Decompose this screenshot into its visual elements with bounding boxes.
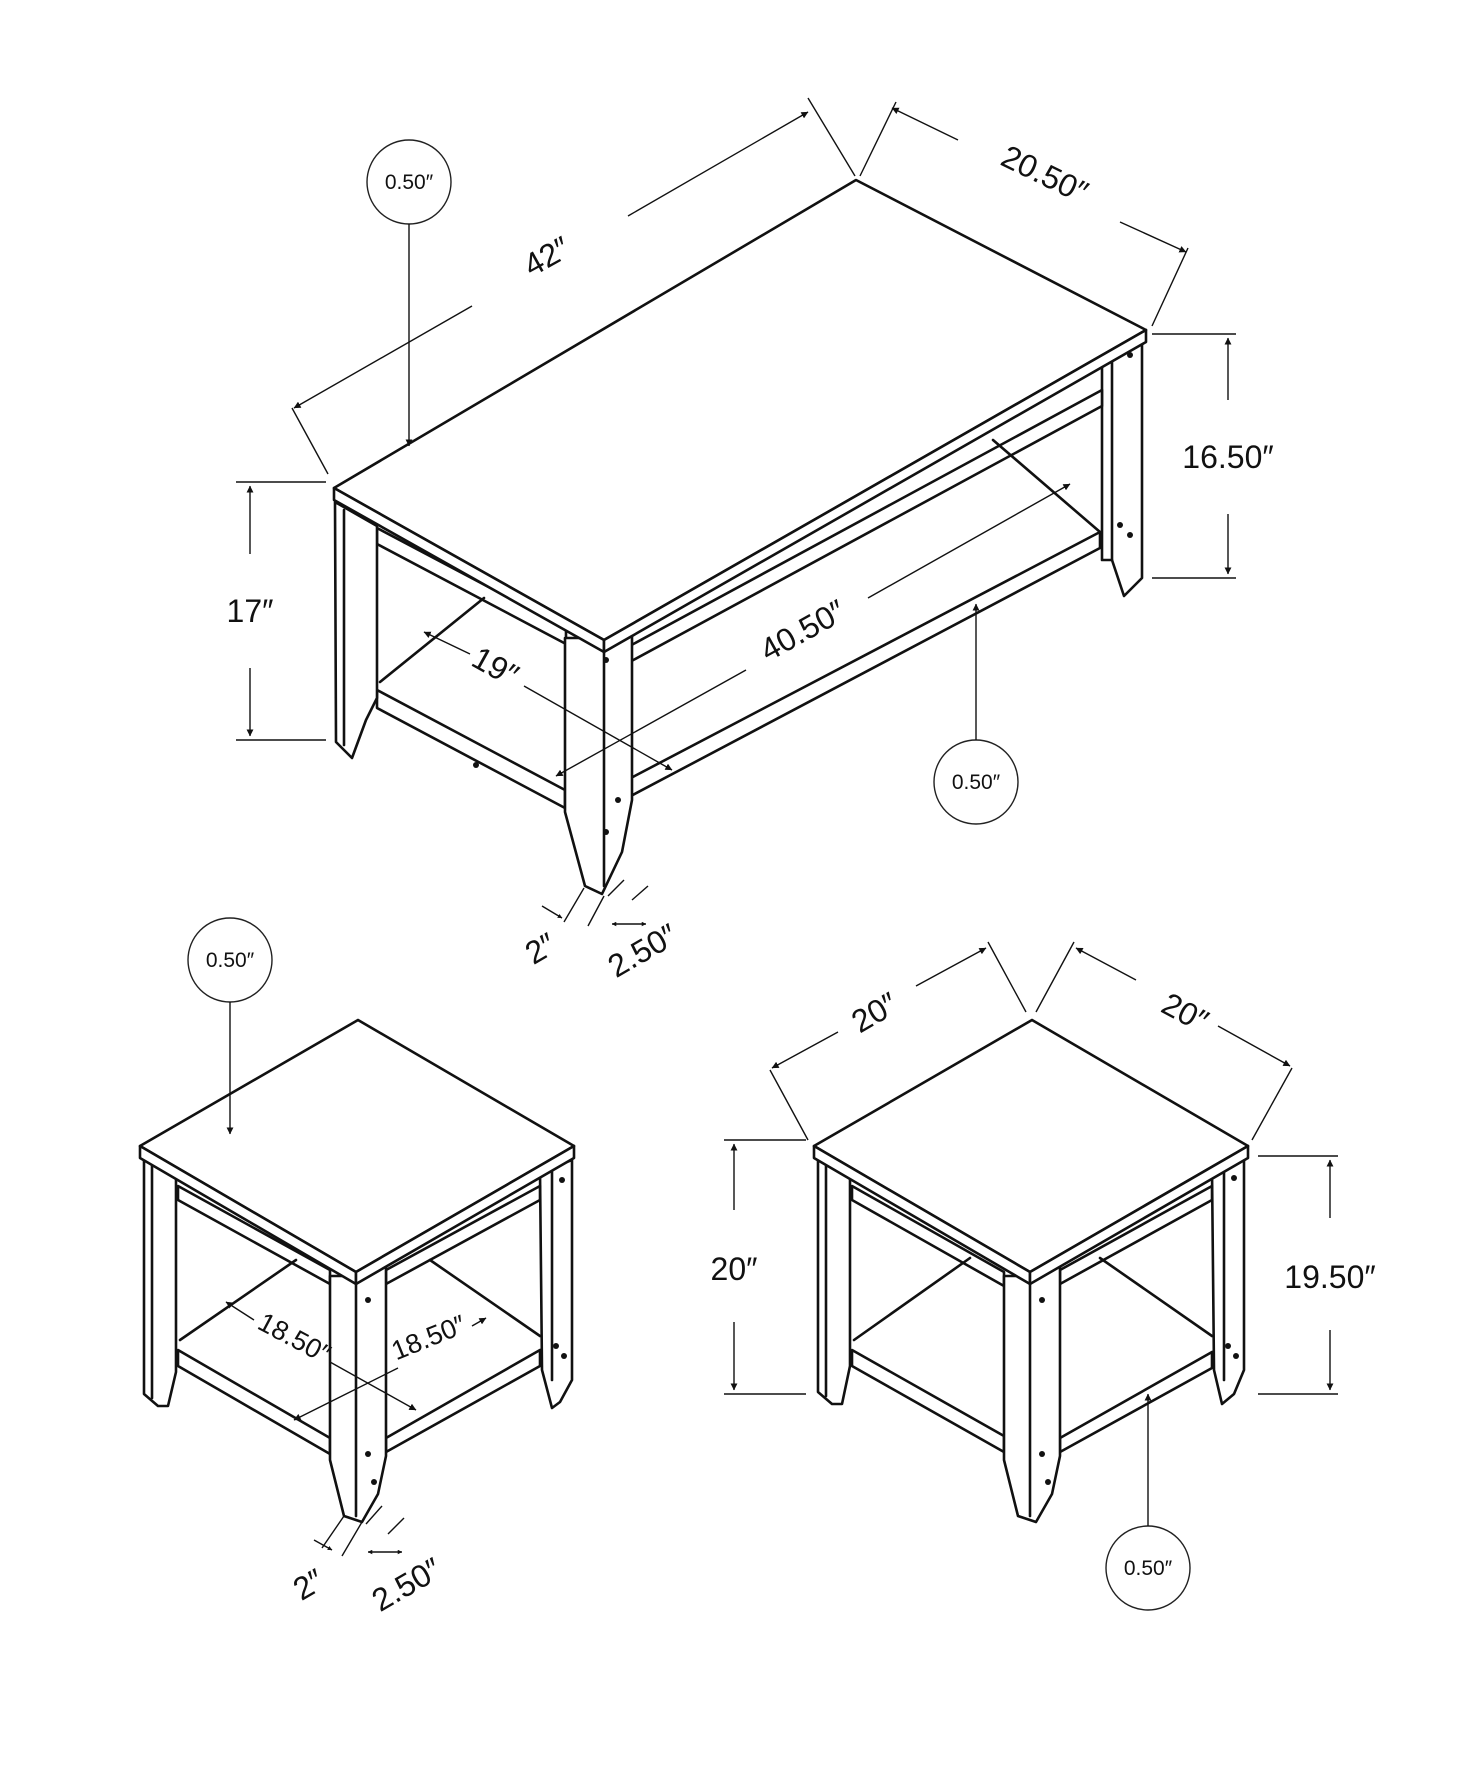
coffee-table-leg-small-label: 2″	[519, 926, 562, 972]
end-table-right-dimensions: 20″ 20″ 20″ 19.50″ 0.50″	[711, 941, 1376, 1611]
coffee-table-drawing	[332, 178, 1148, 896]
coffee-table-length-label: 42″	[517, 229, 575, 283]
coffee-table-shelf-length-label: 40.50″	[754, 592, 851, 668]
coffee-table-shelf-depth-label: 19″	[466, 639, 524, 693]
end-table-left-shelf-width-label: 18.50″	[253, 1307, 336, 1370]
end-table-left-leg-small-label: 2″	[287, 1562, 330, 1608]
coffee-table-height-label: 17″	[227, 593, 274, 629]
end-table-left-drawing	[138, 1018, 576, 1524]
coffee-table-leg-large-label: 2.50″	[602, 916, 684, 984]
end-table-right-shelf-thickness-label: 0.50″	[1124, 1557, 1173, 1580]
end-table-left-leg-large-label: 2.50″	[366, 1550, 448, 1618]
end-table-left-top-thickness-label: 0.50″	[206, 949, 255, 972]
end-table-right-depth-label: 20″	[1156, 985, 1214, 1039]
coffee-table-clearance-label: 16.50″	[1182, 439, 1273, 475]
end-table-right-height-label: 20″	[711, 1251, 758, 1287]
coffee-table-depth-label: 20.50″	[996, 138, 1094, 210]
coffee-table-shelf-thickness-label: 0.50″	[952, 771, 1001, 794]
coffee-table-top-thickness-label: 0.50″	[385, 171, 434, 194]
end-table-right-drawing	[812, 1018, 1250, 1524]
end-table-right-width-label: 20″	[845, 985, 904, 1040]
end-table-left-shelf-depth-label: 18.50″	[387, 1309, 470, 1366]
end-table-right-clearance-label: 19.50″	[1284, 1259, 1375, 1295]
